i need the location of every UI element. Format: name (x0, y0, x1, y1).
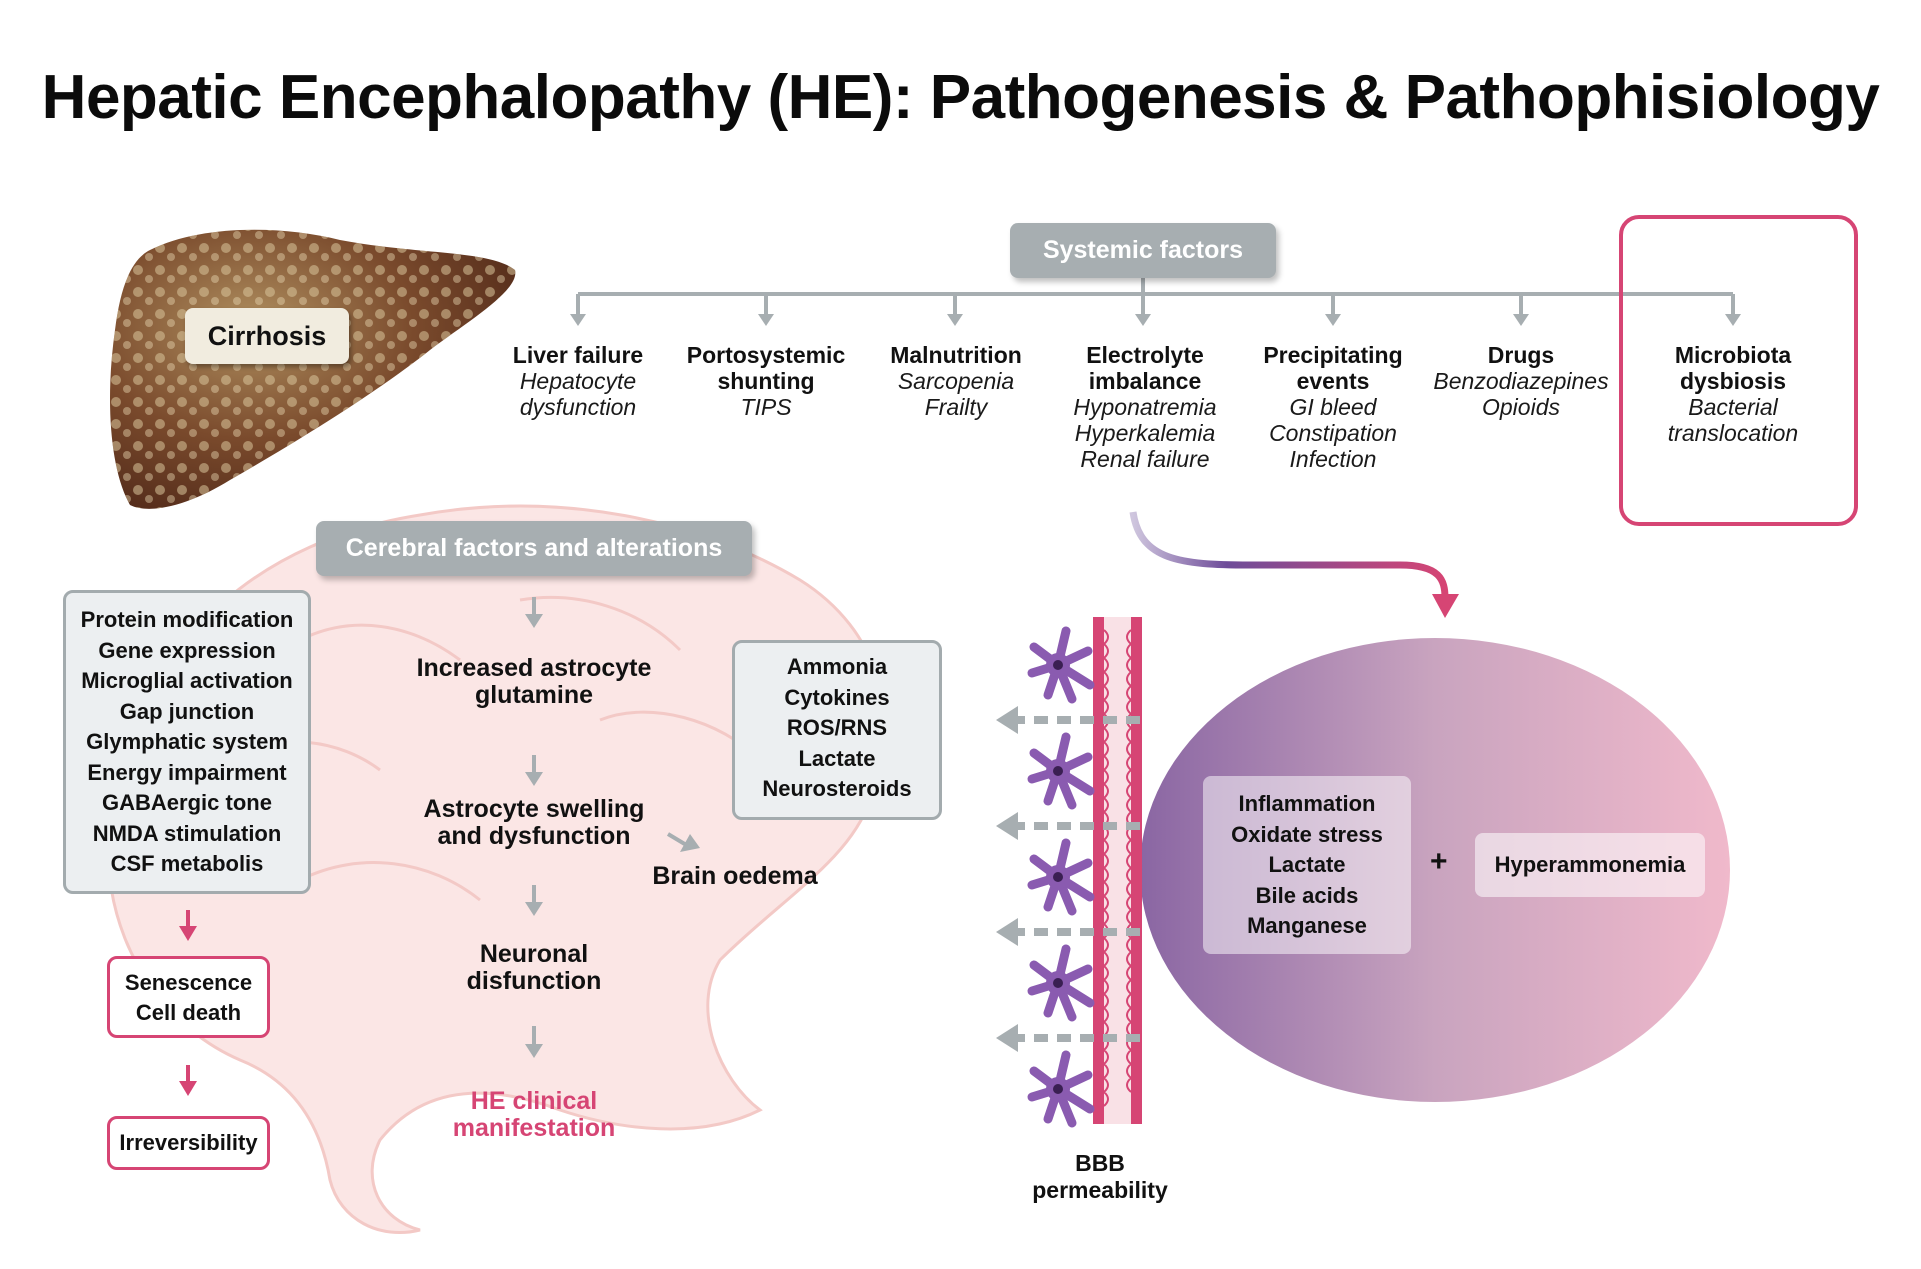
list-item: Protein modification (80, 607, 294, 632)
factor-detail: Benzodiazepines (1433, 368, 1609, 394)
factor-detail: Hyponatremia (1073, 394, 1217, 420)
irreversibility-box: Irreversibility (107, 1116, 270, 1170)
step-line: manifestation (452, 1114, 616, 1142)
factor-heading: events (1296, 368, 1370, 394)
list-item: Bile acids (1255, 882, 1359, 908)
factor-microbiota-dysbiosis: Microbiota dysbiosis Bacterial transloca… (1643, 342, 1823, 446)
senescence-arrows (179, 910, 197, 1096)
list-item: Oxidate stress (1231, 821, 1383, 847)
senescence-text: Senescence (124, 970, 253, 995)
astrocyte-icon (1027, 626, 1095, 704)
systemic-connector (576, 278, 1735, 316)
factor-heading: Portosystemic (686, 342, 846, 368)
factor-detail: Frailty (924, 394, 988, 420)
factor-portosystemic-shunting: Portosystemic shunting TIPS (666, 342, 866, 420)
list-item: Cytokines (784, 684, 890, 710)
toxins-list: Ammonia Cytokines ROS/RNS Lactate Neuros… (732, 640, 942, 820)
step-line: Increased astrocyte (416, 654, 652, 682)
factor-detail: Renal failure (1080, 446, 1210, 472)
list-item: Gene expression (98, 637, 276, 663)
list-item: GABAergic tone (102, 790, 272, 815)
step-line: glutamine (474, 681, 594, 709)
bbb-dashed-arrows (1018, 716, 1140, 1042)
factor-heading: Precipitating (1263, 342, 1403, 368)
cerebral-factors-label: Cerebral factors and alterations (316, 521, 752, 576)
cell-death-text: Cell death (135, 1000, 242, 1025)
curved-arrow (1129, 511, 1449, 599)
step-line: disfunction (466, 967, 602, 995)
factor-detail: Bacterial (1688, 394, 1778, 420)
factor-detail: Hyperkalemia (1074, 420, 1216, 446)
bbb-line: permeability (1032, 1177, 1168, 1203)
astrocyte-icon (1027, 838, 1095, 916)
list-item: Lactate (798, 745, 876, 771)
cirrhosis-label: Cirrhosis (185, 308, 349, 364)
list-item: Lactate (1268, 852, 1346, 877)
list-item: Glymphatic system (86, 729, 288, 754)
bbb-arrow-head-icon (996, 706, 1018, 1052)
factor-heading: Electrolyte (1086, 342, 1204, 368)
cerebral-alterations-list: Protein modification Gene expression Mic… (63, 590, 311, 894)
factor-malnutrition: Malnutrition Sarcopenia Frailty (866, 342, 1046, 420)
astrocyte-icon (1027, 944, 1095, 1022)
factor-detail: TIPS (740, 394, 792, 420)
list-item: CSF metabolis (110, 851, 264, 876)
factor-heading: dysbiosis (1679, 368, 1787, 394)
factor-detail: Opioids (1482, 394, 1560, 420)
factor-heading: imbalance (1088, 368, 1202, 394)
list-item: Manganese (1247, 913, 1367, 938)
plus-sign: + (1430, 845, 1448, 878)
step-astrocyte-swelling: Astrocyte swelling and dysfunction (384, 796, 684, 850)
list-item: Inflammation (1238, 791, 1376, 816)
astrocyte-icon (1027, 732, 1095, 810)
factor-drugs: Drugs Benzodiazepines Opioids (1421, 342, 1621, 420)
list-item: ROS/RNS (786, 715, 888, 740)
cerebral-flow-arrows (525, 597, 700, 1058)
factor-detail: Infection (1289, 446, 1377, 472)
bbb-line: BBB (1075, 1150, 1125, 1176)
hyperammonemia-label: Hyperammonemia (1475, 833, 1705, 897)
factor-detail: translocation (1667, 420, 1799, 446)
liver-illustration (110, 229, 516, 509)
step-astrocyte-glutamine: Increased astrocyte glutamine (384, 655, 684, 709)
step-line: Astrocyte swelling (423, 795, 645, 823)
factor-detail: Sarcopenia (897, 368, 1015, 394)
brain-oedema-label: Brain oedema (652, 862, 818, 890)
systemic-factors-label: Systemic factors (1010, 223, 1276, 278)
step-line: HE clinical (470, 1087, 598, 1115)
list-item: Ammonia (786, 654, 888, 679)
bbb-permeability-label: BBB permeability (1000, 1150, 1200, 1204)
factor-detail: Constipation (1269, 420, 1397, 446)
mediators-list: Inflammation Oxidate stress Lactate Bile… (1203, 776, 1411, 954)
factor-heading: Microbiota (1674, 342, 1792, 368)
factor-precipitating-events: Precipitating events GI bleed Constipati… (1243, 342, 1423, 472)
arrow-down-icon (570, 314, 1741, 326)
factor-heading: Drugs (1487, 342, 1555, 368)
page-title: Hepatic Encephalopathy (HE): Pathogenesi… (41, 63, 1880, 132)
factor-heading: Liver failure (512, 342, 644, 368)
list-item: Microglial activation (81, 668, 293, 693)
factor-electrolyte-imbalance: Electrolyte imbalance Hyponatremia Hyper… (1055, 342, 1235, 472)
factor-heading: Malnutrition (890, 342, 1022, 368)
list-item: Energy impairment (87, 759, 287, 785)
list-item: NMDA stimulation (92, 820, 282, 846)
astrocyte-icon (1027, 1050, 1095, 1128)
microbiota-highlight-frame (1619, 215, 1858, 526)
factor-detail: GI bleed (1289, 394, 1377, 420)
bbb-wall (1093, 617, 1142, 1124)
step-neuronal-disfunction: Neuronal disfunction (384, 941, 684, 995)
factor-detail: Hepatocyte (519, 368, 637, 394)
mediator-circle (1140, 638, 1730, 1102)
factor-detail: dysfunction (519, 394, 637, 420)
factor-liver-failure: Liver failure Hepatocyte dysfunction (488, 342, 668, 420)
step-line: Neuronal (479, 940, 589, 968)
senescence-box: Senescence Cell death (107, 956, 270, 1038)
factor-heading: shunting (717, 368, 815, 394)
step-he-clinical-manifestation: HE clinical manifestation (384, 1088, 684, 1142)
list-item: Neurosteroids (762, 776, 912, 801)
step-line: and dysfunction (437, 822, 631, 850)
curved-arrow-head-icon (1432, 594, 1459, 618)
list-item: Gap junction (119, 698, 255, 724)
